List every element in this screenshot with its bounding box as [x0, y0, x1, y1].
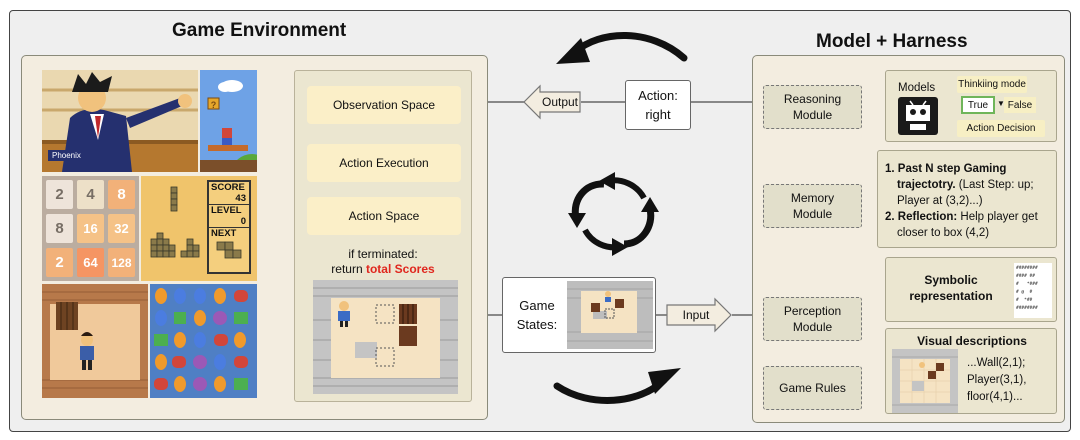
reasoning-detail: Models Thinkiing mode True ▼ False Actio… [885, 70, 1057, 142]
bottom-arrow-head [648, 368, 681, 394]
grid-row: #### ## [1016, 274, 1035, 279]
action-line2: right [645, 107, 671, 122]
memory-line3: Player at (3,2)...) [897, 195, 983, 207]
thumb-tetris: SCORE 43 LEVEL 0 NEXT [141, 176, 257, 281]
tile-4: 4 [77, 180, 104, 209]
tile-8: 8 [46, 214, 73, 243]
action-line1: Action: [638, 88, 678, 103]
memory-detail: 1. Past N step Gaming trajectotry. (Last… [877, 150, 1057, 248]
symbolic-grid: ######## #### ## # *### # @ # # *## ######## [1014, 263, 1052, 318]
action-box: Action: right [625, 80, 691, 130]
tile-8: 8 [108, 180, 135, 209]
termination-note: if terminated: return total Scores [294, 247, 472, 277]
memory-line5: closer to box (4,2) [897, 227, 990, 239]
tetris-stats-panel: SCORE 43 LEVEL 0 NEXT [207, 180, 251, 274]
visual-line2: Player(3,1), [967, 374, 1027, 386]
thumb-candy-crush [150, 284, 257, 398]
top-curved-arrow [571, 32, 688, 62]
mario-art [200, 80, 257, 172]
next-label: NEXT [211, 228, 237, 239]
memory-module: Memory Module [763, 184, 862, 228]
game-environment-title: Game Environment [172, 20, 347, 41]
states-line1: Game [519, 298, 555, 313]
thumb-2048: 2 4 8 8 16 32 2 64 128 [42, 176, 139, 281]
bottom-curved-arrow [553, 376, 668, 404]
thumb-super-mario: ? [200, 70, 257, 172]
game-rules-module: Game Rules [763, 366, 862, 410]
cycle-arrow-left [571, 180, 605, 219]
robot-model-icon [898, 97, 938, 135]
cycle-arrow-right [623, 208, 655, 248]
game-states-box: Game States: [502, 277, 656, 353]
candy-grid [154, 288, 248, 392]
action-space-slot: Action Space [307, 197, 461, 235]
observation-space-slot: Observation Space [307, 86, 461, 124]
score-value: 43 [209, 193, 249, 205]
action-decision-label: Action Decision [957, 120, 1045, 137]
visual-line3: floor(4,1)... [967, 391, 1023, 403]
memory-line4: 2. Reflection: [885, 211, 958, 223]
grid-row: # *## [1016, 298, 1033, 303]
thumb-ace-attorney: Phoenix [42, 70, 198, 172]
thinking-false-option[interactable]: False [1004, 97, 1036, 113]
next-piece [216, 241, 242, 259]
terminated-line: if terminated: [348, 247, 418, 261]
question-block: ? [210, 99, 217, 110]
memory-line2b: (Last Step: up; [955, 179, 1034, 191]
grid-row: # @ # [1016, 290, 1033, 295]
visual-descriptions-detail: Visual descriptions ...Wall(2,1); Player… [885, 328, 1057, 414]
phoenix-name-tag: Phoenix [48, 150, 85, 161]
action-execution-slot: Action Execution [307, 144, 461, 182]
tile-64: 64 [77, 248, 104, 277]
symbolic-line2: representation [909, 289, 993, 303]
tile-2: 2 [46, 248, 73, 277]
memory-line2: trajectotry. [897, 179, 956, 191]
top-arrow-head [556, 38, 590, 64]
total-scores-text: total Scores [365, 262, 435, 276]
perception-module: Perception Module [763, 297, 862, 341]
thinking-mode-label: Thinkiing mode [957, 76, 1027, 93]
tile-128: 128 [108, 248, 135, 277]
score-label: SCORE [211, 182, 245, 193]
states-line2: States: [516, 317, 558, 332]
input-label: Input [682, 308, 710, 322]
symbolic-detail: Symbolic representation ############ ###… [885, 257, 1057, 322]
sokoban-room-art [42, 291, 148, 389]
output-label: Output [541, 95, 579, 109]
model-harness-title: Model + Harness [816, 31, 968, 52]
reasoning-module: Reasoning Module [763, 85, 862, 129]
visual-line1: ...Wall(2,1); [967, 357, 1026, 369]
tile-32: 32 [108, 214, 135, 243]
visual-title: Visual descriptions [917, 334, 1027, 348]
tile-16: 16 [77, 214, 104, 243]
memory-line4b: Help player get [957, 211, 1038, 223]
grid-row: ######## [1016, 306, 1038, 311]
visual-sokoban-thumb [892, 349, 958, 413]
input-arrow [666, 297, 732, 333]
grid-row: # *### [1016, 282, 1038, 287]
thumb-sokoban-room [42, 284, 148, 398]
tile-2: 2 [46, 180, 73, 209]
models-label: Models [898, 82, 936, 94]
level-label: LEVEL [211, 205, 242, 216]
output-arrow [523, 84, 581, 120]
grid-row: ######## [1016, 266, 1038, 271]
return-text: return [331, 262, 366, 276]
memory-line1: 1. Past N step Gaming [885, 163, 1007, 175]
game-state-sokoban-thumb [567, 281, 653, 349]
thinking-true-option[interactable]: True [961, 96, 995, 114]
tetris-blocks [150, 186, 200, 258]
level-value: 0 [209, 216, 249, 228]
sokoban-level [313, 280, 458, 394]
symbolic-line1: Symbolic [924, 273, 978, 287]
dropdown-caret-icon: ▼ [997, 99, 1005, 108]
